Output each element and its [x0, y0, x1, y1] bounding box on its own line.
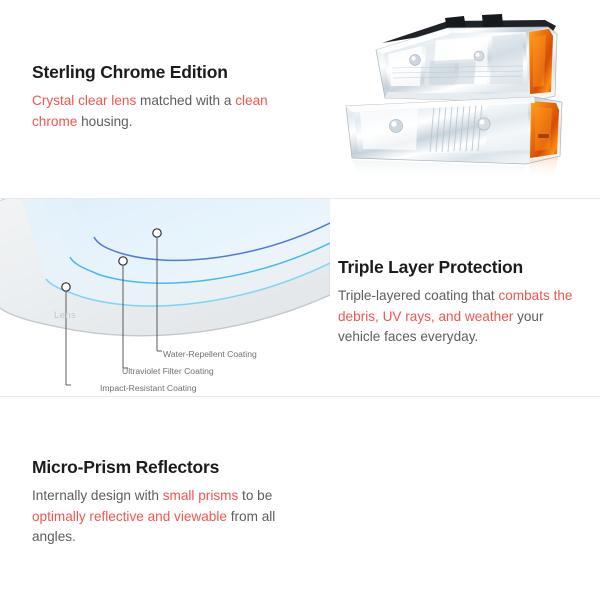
- body-micro-prism: Internally design with small prisms to b…: [32, 486, 294, 548]
- diagram-callout-label-ultraviolet-filter: Ultraviolet Filter Coating: [122, 366, 214, 376]
- section-micro-prism-reflectors: Micro-Prism Reflectors Internally design…: [0, 397, 600, 600]
- diagram-layer-water-repellent: [68, 199, 330, 262]
- diagram-base-lens-label: Lens: [54, 310, 77, 321]
- section-sterling-chrome-edition: Sterling Chrome Edition Crystal clear le…: [0, 0, 600, 199]
- lens-coating-layer-diagram: [0, 199, 330, 397]
- section-divider-2: [0, 396, 600, 397]
- chrome-headlight-pair-photo: [330, 6, 600, 191]
- body-plain-internally-design: Internally design with: [32, 488, 163, 504]
- body-highlight-clean-chrome: clean chrome: [32, 93, 268, 129]
- diagram-callout-label-impact-resistant: Impact-Resistant Coating: [100, 383, 197, 393]
- body-highlight-crystal-clear-lens: Crystal clear lens: [32, 93, 137, 109]
- upper-headlight-unit: [375, 14, 558, 103]
- body-highlight-combats-debris: combats the debris, UV rays, and weather: [338, 288, 573, 324]
- body-plain-to-be: to be: [238, 488, 273, 504]
- body-plain-triple-layered: Triple-layered coating that: [338, 288, 499, 304]
- diagram-callout-label-water-repellent: Water-Repellent Coating: [163, 349, 257, 359]
- heading-triple-layer-protection: Triple Layer Protection: [338, 257, 524, 277]
- body-plain-housing: housing.: [77, 113, 133, 129]
- body-plain-from-all-angles: from all angles.: [32, 508, 276, 545]
- text-block-sterling-chrome: Sterling Chrome Edition Crystal clear le…: [32, 62, 292, 132]
- lower-headlight-unit: [345, 96, 563, 165]
- text-block-micro-prism: Micro-Prism Reflectors Internally design…: [32, 457, 294, 548]
- body-plain-matched-with: matched with a: [136, 93, 236, 109]
- body-plain-vehicle-faces: your vehicle faces everyday.: [338, 308, 544, 345]
- heading-micro-prism-reflectors: Micro-Prism Reflectors: [32, 457, 220, 477]
- headlight-pair-illustration: [345, 14, 563, 182]
- layer-diagram-illustration: [0, 199, 330, 386]
- photo-reflection: [352, 157, 558, 182]
- body-highlight-small-prisms: small prisms: [162, 488, 239, 504]
- body-highlight-optimally-reflective: optimally reflective and viewable: [32, 508, 227, 524]
- body-sterling-chrome: Crystal clear lens matched with a clean …: [32, 91, 292, 132]
- diagram-callout-markers: [61, 228, 162, 292]
- body-triple-layer: Triple-layered coating that combats the …: [338, 286, 586, 348]
- diagram-callout-lines: [65, 238, 162, 386]
- text-block-triple-layer: Triple Layer Protection Triple-layered c…: [338, 257, 586, 348]
- heading-sterling-chrome-edition: Sterling Chrome Edition: [32, 62, 228, 82]
